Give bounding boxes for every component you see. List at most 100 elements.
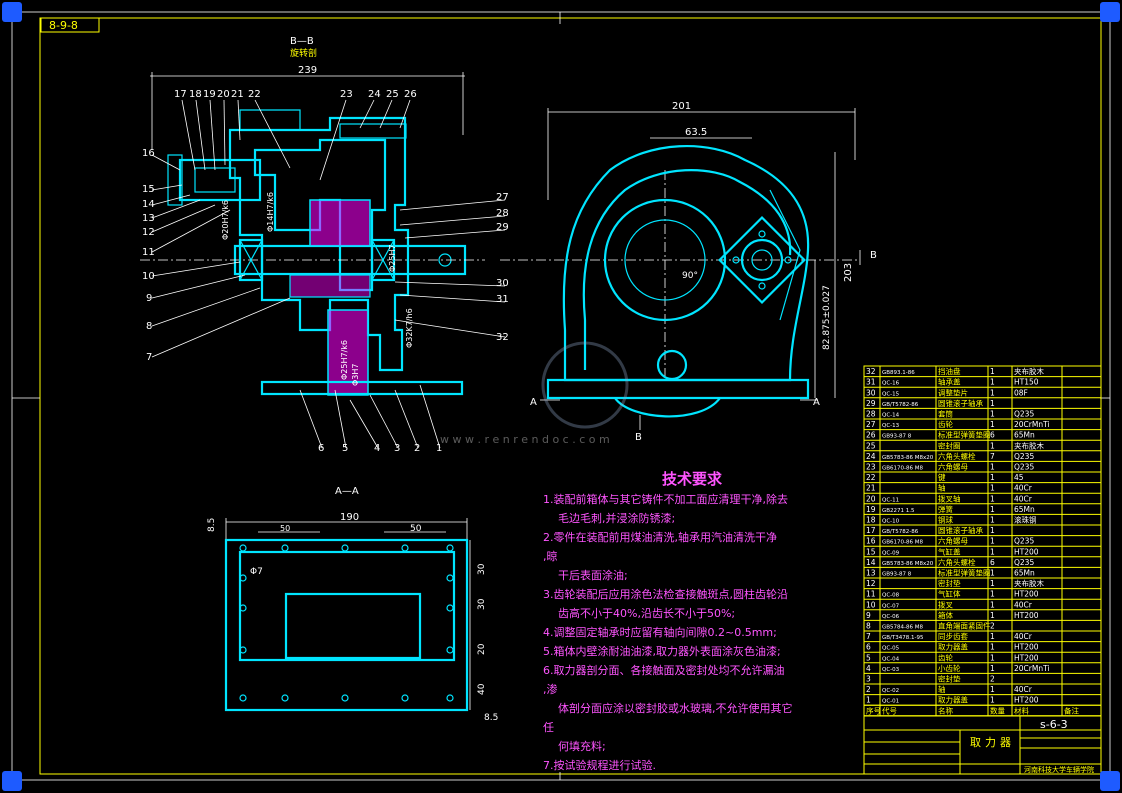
bom-cell: 1 — [990, 410, 995, 419]
bom-cell: 1 — [990, 388, 995, 397]
dim-239: 239 — [298, 65, 317, 76]
bom-cell: 1 — [990, 579, 995, 588]
bom-cell: 30 — [866, 388, 876, 397]
corner-handle-bottom-left[interactable] — [2, 771, 22, 791]
bom-cell: 12 — [866, 579, 876, 588]
dim-50a: 50 — [280, 524, 290, 533]
corner-handle-bottom-right[interactable] — [1100, 771, 1120, 791]
housing-inner — [253, 138, 387, 292]
corner-handle-top-left[interactable] — [2, 2, 22, 22]
leader-lines — [151, 99, 506, 449]
bom-cell: 密封圈 — [938, 440, 961, 450]
fit-phi32: Φ32K7/h6 — [405, 308, 414, 348]
bom-cell: 21 — [866, 484, 876, 493]
tech-line-7: 齿高不小于40%,沿齿长不小于50%; — [558, 606, 735, 620]
bom-cell: GB/T5782-86 — [882, 529, 919, 535]
bom-cell: 六角螺母 — [938, 536, 968, 546]
balloon-22: 22 — [248, 89, 261, 100]
balloon-9: 9 — [146, 293, 152, 304]
corner-handle-top-right[interactable] — [1100, 2, 1120, 22]
balloon-10: 10 — [142, 271, 155, 282]
dim-20: 20 — [477, 643, 487, 655]
balloon-30: 30 — [496, 278, 509, 289]
bom-cell: 1 — [990, 473, 995, 482]
side-housing-inner — [582, 169, 792, 370]
code-tab — [40, 17, 100, 33]
balloon-24: 24 — [368, 89, 381, 100]
bom-cell: 套筒 — [938, 409, 953, 419]
bom-cell: 1 — [990, 590, 995, 599]
bom-cell: 65Mn — [1014, 505, 1035, 514]
bom-cell: 1 — [990, 632, 995, 641]
shaft-flange-bore — [751, 249, 773, 271]
bom-cell: 40Cr — [1014, 494, 1033, 503]
bom-cell: 10 — [866, 600, 876, 609]
tech-line-4: ,晾 — [543, 549, 558, 563]
section-mark-a-left: A — [530, 397, 537, 408]
dim-82875: 82.875±0.027 — [822, 285, 832, 350]
bom-header-cell: 材料 — [1014, 705, 1030, 715]
bom-cell: 15 — [866, 547, 876, 556]
bom-cell: GB2271 1.5 — [882, 508, 915, 514]
bom-cell: 轴 — [938, 483, 946, 493]
balloon-2: 2 — [414, 443, 420, 454]
balloon-13: 13 — [142, 213, 155, 224]
gear-upper — [309, 199, 371, 247]
bom-cell: 1 — [990, 537, 995, 546]
title-block-frame — [863, 715, 1102, 775]
bom-cell: 23 — [866, 463, 876, 472]
bom-cell: 20 — [866, 494, 876, 503]
shaft-flange-square — [718, 216, 806, 304]
bom-cell: QC-14 — [882, 413, 900, 419]
bom-cell: 1 — [990, 611, 995, 620]
bom-cell: 14 — [866, 558, 876, 567]
balloon-31: 31 — [496, 294, 509, 305]
bom-cell: QC-15 — [882, 391, 900, 397]
bom-cell: 20CrMnTi — [1014, 664, 1050, 673]
bom-cell: 密封垫 — [938, 674, 961, 684]
base-opening — [284, 592, 422, 660]
bom-cell: GB93-87 8 — [882, 572, 912, 578]
bom-cell: 11 — [866, 590, 876, 599]
balloons-bottom: 6 5 4 3 2 1 — [318, 443, 442, 454]
bom-cell: 18 — [866, 516, 876, 525]
bom-header-cell: 代号 — [882, 705, 897, 715]
fit-phi3h7: Φ3H7 — [351, 364, 360, 387]
bom-cell: QC-13 — [882, 423, 900, 429]
bom-cell: 1 — [990, 664, 995, 673]
bom-cell: QC-09 — [882, 550, 900, 556]
bom-cell: 6 — [866, 643, 871, 652]
tech-line-3: 2.零件在装配前用煤油清洗,轴承用汽油清洗干净 — [543, 530, 777, 544]
bom-cell: 同步齿套 — [938, 631, 968, 641]
bom-cell: 2 — [990, 622, 995, 631]
bom-cell: QC-06 — [882, 614, 900, 620]
balloons-left: 16 15 14 13 12 11 10 9 8 7 — [142, 148, 155, 363]
technical-requirements: 技术要求 1.装配前箱体与其它铸件不加工面应清理干净,除去 毛边毛刺,并浸涂防锈… — [543, 470, 793, 772]
bom-cell: 1 — [990, 484, 995, 493]
fit-phi25: Φ25H7/k6 — [340, 340, 349, 380]
watermark: w w w . r e n r e n d o c . c o m — [440, 341, 629, 446]
base-plate-inner — [238, 550, 456, 662]
bom-header-cell: 备注 — [1064, 705, 1080, 715]
balloon-23: 23 — [340, 89, 353, 100]
bom-cell: HT200 — [1014, 696, 1039, 705]
balloon-32: 32 — [496, 332, 509, 343]
bom-cell: 5 — [866, 653, 871, 662]
balloon-15: 15 — [142, 184, 155, 195]
bom-cell: 6 — [990, 431, 995, 440]
balloon-17: 17 — [174, 89, 187, 100]
bom-cell: 1 — [990, 367, 995, 376]
bom-cell: 气缸盖 — [938, 546, 961, 556]
bom-cell: 9 — [866, 611, 871, 620]
dim-30b: 30 — [477, 598, 487, 610]
side-base — [546, 378, 810, 400]
rib-right — [769, 189, 801, 321]
dim-201: 201 — [672, 101, 691, 112]
balloon-26: 26 — [404, 89, 417, 100]
bom-cell: 22 — [866, 473, 876, 482]
top-cover — [339, 123, 407, 139]
fit-phi14: Φ14H7/k6 — [266, 192, 275, 232]
tech-line-11: ,渗 — [543, 682, 558, 696]
bom-cell: QC-05 — [882, 646, 900, 652]
bom-cell: 六角头螺栓 — [938, 557, 976, 567]
